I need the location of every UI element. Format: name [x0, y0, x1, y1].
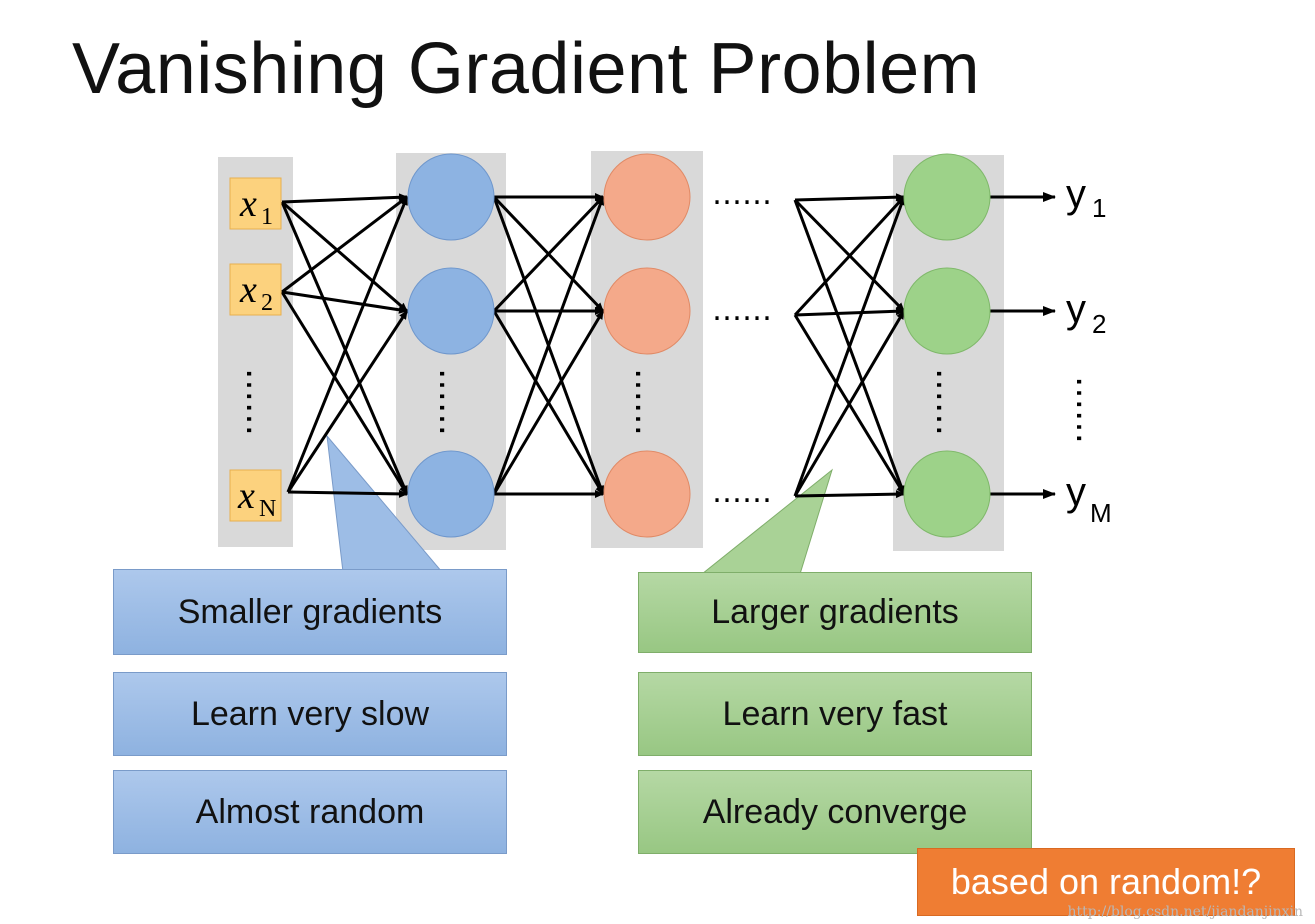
connections-to-last-hidden	[793, 193, 906, 499]
svg-text:M: M	[1090, 498, 1112, 528]
larger-gradients-note: Larger gradients	[638, 572, 1032, 653]
hidden1-vertical-ellipsis: ……	[431, 368, 471, 436]
page-title: Vanishing Gradient Problem	[72, 29, 981, 109]
hidden2-vertical-ellipsis: ……	[627, 368, 667, 436]
hidden1-node-2	[407, 267, 495, 355]
hidden1-node-1	[407, 153, 495, 241]
input-N-sub: N	[259, 496, 276, 522]
hidden2-node-3	[603, 450, 691, 538]
layer-ellipsis-1: ……	[712, 177, 772, 212]
svg-text:y: y	[1066, 287, 1086, 331]
input-1-sub: 1	[261, 204, 273, 230]
almost-random-note: Almost random	[113, 770, 507, 854]
already-converge-note: Already converge	[638, 770, 1032, 854]
learn-very-slow-note: Learn very slow	[113, 672, 507, 756]
last-hidden-vertical-ellipsis: ……	[928, 368, 968, 436]
output-vertical-ellipsis: ……	[1068, 376, 1108, 444]
input-2-var: x	[239, 269, 257, 311]
learn-very-fast-note: Learn very fast	[638, 672, 1032, 756]
output-label-2: y 2	[1066, 287, 1106, 339]
last-hidden-node-3	[903, 450, 991, 538]
input-vertical-ellipsis: ……	[238, 368, 278, 436]
connections-input-to-hidden1	[280, 193, 409, 498]
connections-hidden1-to-hidden2	[492, 193, 605, 498]
svg-text:y: y	[1066, 172, 1086, 216]
hidden2-node-2	[603, 267, 691, 355]
last-hidden-node-2	[903, 267, 991, 355]
input-N-var: x	[237, 475, 255, 517]
input-2-sub: 2	[261, 290, 273, 316]
input-node-2: x 2	[229, 263, 282, 316]
svg-text:2: 2	[1092, 309, 1106, 339]
svg-text:y: y	[1066, 470, 1086, 514]
input-1-var: x	[239, 183, 257, 225]
input-node-N: x N	[229, 469, 282, 522]
based-on-random-callout: based on random!?	[917, 848, 1295, 916]
input-node-1: x 1	[229, 177, 282, 230]
svg-text:1: 1	[1092, 193, 1106, 223]
output-arrows	[990, 192, 1056, 499]
output-label-1: y 1	[1066, 172, 1106, 223]
hidden1-node-3	[407, 450, 495, 538]
last-hidden-node-1	[903, 153, 991, 241]
smaller-gradients-note: Smaller gradients	[113, 569, 507, 655]
output-label-M: y M	[1066, 470, 1112, 528]
layer-ellipsis-2: ……	[712, 293, 772, 328]
hidden2-node-1	[603, 153, 691, 241]
watermark: http://blog.csdn.net/jiandanjinxin	[1067, 904, 1304, 920]
layer-ellipsis-3: ……	[712, 475, 772, 510]
